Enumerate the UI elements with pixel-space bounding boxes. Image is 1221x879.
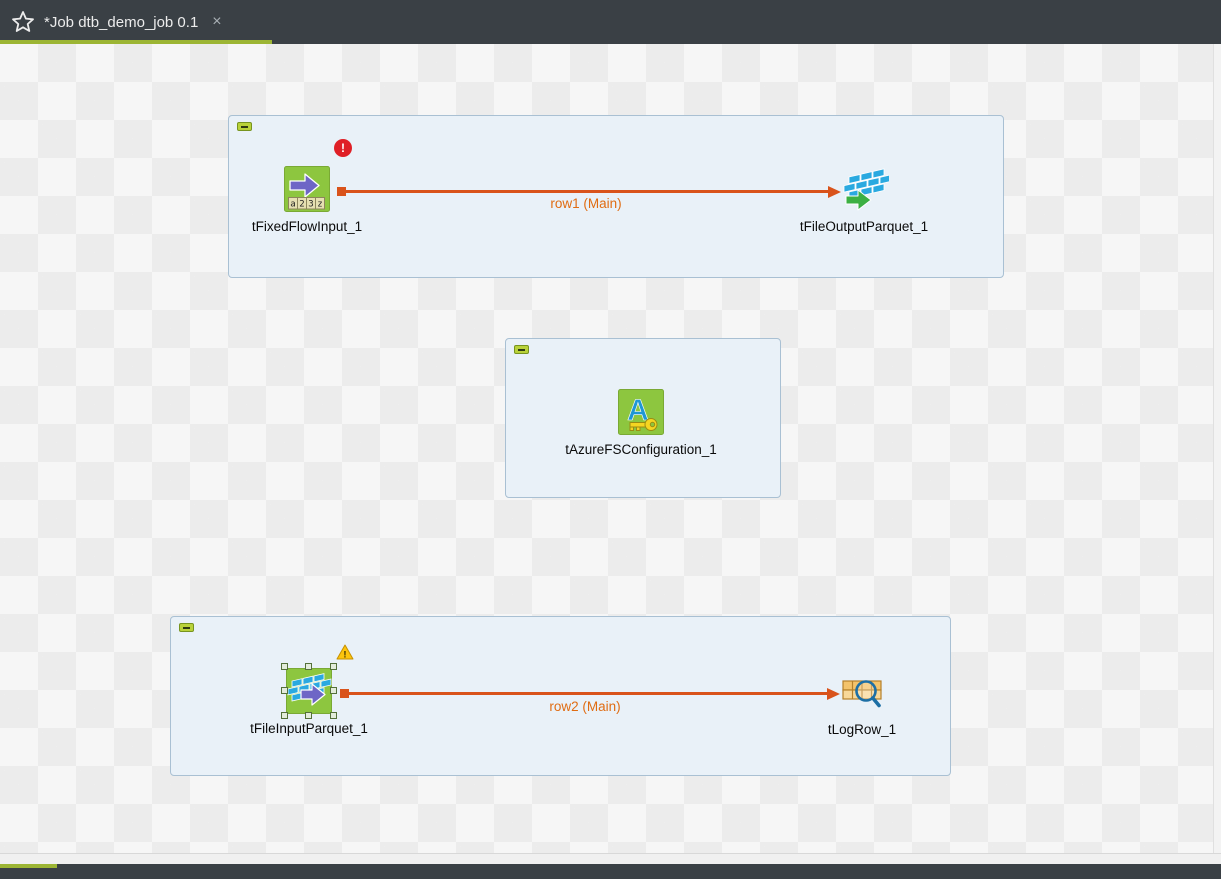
subjob-collapse-toggle[interactable] <box>179 623 194 632</box>
editor-tab-job[interactable]: *Job dtb_demo_job 0.1 × <box>0 0 310 44</box>
horizontal-scrollbar[interactable] <box>0 853 1221 864</box>
component-label: tFixedFlowInput_1 <box>251 219 363 234</box>
editor-tab-title: *Job dtb_demo_job 0.1 <box>44 13 199 31</box>
component-label: tFileInputParquet_1 <box>250 721 368 736</box>
job-design-canvas[interactable]: row1 (Main) row2 (Main) <box>0 44 1213 853</box>
icon-letter: z <box>317 200 322 210</box>
active-tab-underline <box>0 40 272 44</box>
bottom-active-tab-underline <box>0 864 57 868</box>
component-tfileoutputparquet[interactable]: tFileOutputParquet_1 <box>754 166 974 234</box>
connection-row2-label[interactable]: row2 (Main) <box>549 699 621 714</box>
component-tfileinputparquet[interactable]: ! tFileInputParquet_1 <box>199 644 419 736</box>
selection-handle[interactable] <box>281 663 288 670</box>
azure-fs-configuration-icon[interactable]: A <box>618 389 664 435</box>
connection-line <box>346 190 828 193</box>
selection-handle[interactable] <box>281 712 288 719</box>
selection-handle[interactable] <box>330 663 337 670</box>
log-row-icon[interactable] <box>839 669 885 715</box>
icon-letter: 2 <box>299 200 304 210</box>
bottom-tab-bar <box>0 864 1221 879</box>
file-output-parquet-icon[interactable] <box>841 166 892 212</box>
icon-letter: a <box>290 200 295 210</box>
component-tfixedflowinput[interactable]: a 2 3 z ! tFixedFlowInput_1 <box>197 139 417 234</box>
job-star-icon <box>10 9 36 35</box>
icon-letter: A <box>627 394 649 427</box>
connection-row1[interactable] <box>337 185 841 198</box>
connection-line <box>349 692 827 695</box>
selection-handle[interactable] <box>281 687 288 694</box>
warning-badge: ! <box>336 644 354 660</box>
connection-arrowhead-icon <box>827 687 840 700</box>
component-tazurefsconfiguration[interactable]: A tAzureFSConfiguration_1 <box>531 389 751 457</box>
connection-start-square <box>337 187 346 196</box>
svg-text:!: ! <box>343 650 346 661</box>
tab-close-icon[interactable]: × <box>212 13 222 30</box>
component-label: tFileOutputParquet_1 <box>799 219 929 234</box>
connection-start-square <box>340 689 349 698</box>
editor-tab-bar: *Job dtb_demo_job 0.1 × <box>0 0 1221 44</box>
connection-row1-label[interactable]: row1 (Main) <box>550 196 622 211</box>
selection-handle[interactable] <box>330 687 337 694</box>
icon-letter: 3 <box>308 200 313 210</box>
file-input-parquet-icon[interactable]: ! <box>281 644 354 719</box>
fixed-flow-input-icon[interactable]: a 2 3 z ! <box>284 139 352 212</box>
component-tlogrow[interactable]: tLogRow_1 <box>752 669 972 737</box>
selection-handle[interactable] <box>330 712 337 719</box>
selection-handle[interactable] <box>305 663 312 670</box>
error-badge: ! <box>334 139 352 157</box>
component-label: tAzureFSConfiguration_1 <box>565 442 717 457</box>
connection-arrowhead-icon <box>828 185 841 198</box>
subjob-container-1[interactable] <box>228 115 1004 278</box>
vertical-scrollbar[interactable] <box>1213 44 1221 853</box>
selection-handle[interactable] <box>305 712 312 719</box>
connection-row2[interactable] <box>340 687 840 700</box>
subjob-collapse-toggle[interactable] <box>237 122 252 131</box>
component-label: tLogRow_1 <box>827 722 897 737</box>
subjob-collapse-toggle[interactable] <box>514 345 529 354</box>
